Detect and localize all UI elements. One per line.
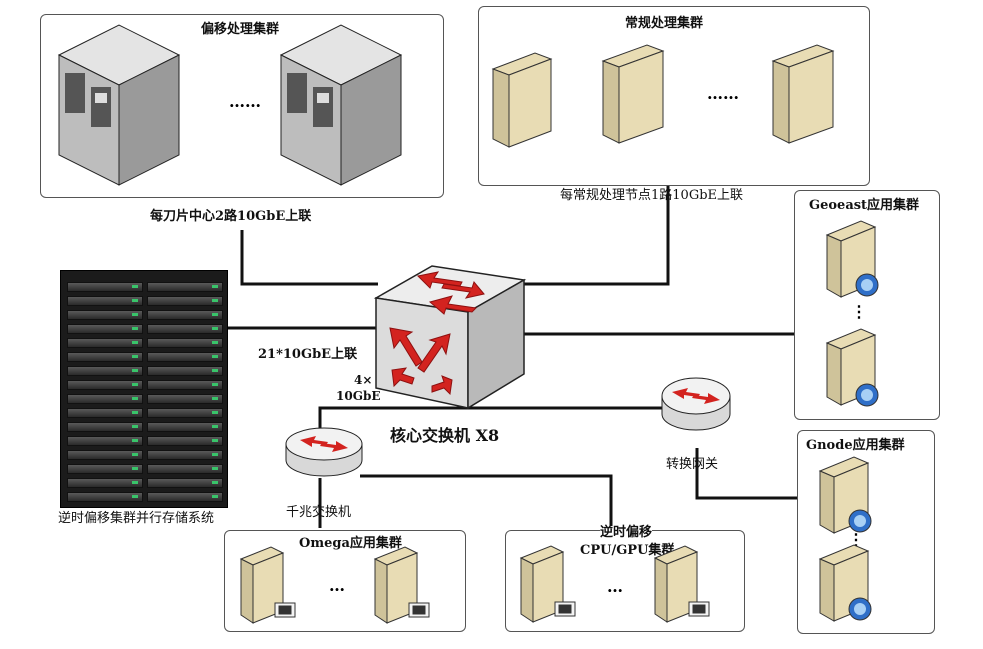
storage-drive-row: [67, 323, 223, 334]
link-core-gig-switch: [318, 406, 440, 430]
gateway-icon: [661, 377, 731, 431]
geoeast-dots: ⋮: [851, 302, 867, 321]
core-switch-label: 核心交换机 X8: [390, 426, 500, 445]
storage-drive-row: [67, 449, 223, 460]
omega-ellipsis: …: [329, 576, 345, 595]
regular-server-1: [491, 52, 553, 148]
gig-switch-label: 千兆交换机: [286, 505, 352, 520]
regular-servers: ……: [491, 44, 835, 148]
gnode-server-1: [818, 456, 872, 534]
storage-label: 逆时偏移集群并行存储系统: [58, 511, 215, 526]
link-gateway-gnode: [695, 448, 797, 500]
omega-workstation-1: [239, 546, 296, 624]
blade-uplink-label: 每刀片中心2路10GbE上联: [150, 209, 312, 224]
storage-drive-row: [67, 435, 223, 446]
storage-drive-row: [67, 421, 223, 432]
link-regular-core: [522, 180, 670, 286]
storage-drive-row: [67, 463, 223, 474]
storage-drive-row: [67, 491, 223, 502]
geoeast-cluster-title: Geoeast应用集群: [809, 198, 920, 213]
storage-drive-row: [67, 295, 223, 306]
storage-drive-row: [67, 365, 223, 376]
gnode-cluster-title: Gnode应用集群: [806, 438, 905, 453]
storage-drive-row: [67, 281, 223, 292]
omega-workstation-2: [373, 546, 430, 624]
storage-drive-row: [67, 379, 223, 390]
core-switch-icon: [373, 265, 527, 410]
storage-drive-row: [67, 309, 223, 320]
blade-server-1: [57, 24, 181, 186]
gnode-cluster-box: Gnode应用集群 ⋮: [797, 430, 935, 634]
regular-server-2: [601, 44, 665, 144]
rtm-cluster-title-line2: CPU/GPU集群: [580, 543, 675, 558]
blade-servers: ……: [57, 24, 403, 186]
storage-drive-row: [67, 477, 223, 488]
storage-uplink-label: 21*10GbE上联: [258, 347, 358, 362]
gateway-label: 转换网关: [666, 457, 719, 472]
geoeast-server-1: [825, 220, 879, 298]
regular-uplink-label: 每常规处理节点1路10GbE上联: [560, 188, 744, 203]
offset-ellipsis: ……: [229, 92, 261, 111]
geoeast-cluster-box: Geoeast应用集群 ⋮: [794, 190, 940, 420]
rtm-workstation-2: [653, 545, 710, 623]
link-offset-core: [240, 230, 378, 286]
gnode-servers: ⋮: [818, 456, 872, 622]
regular-cluster-title: 常规处理集群: [625, 16, 704, 31]
rtm-workstation-1: [519, 545, 576, 623]
storage-drive-row: [67, 351, 223, 362]
rtm-ellipsis: …: [607, 577, 623, 596]
rtm-cluster-title-line1: 逆时偏移: [600, 525, 653, 540]
storage-drive-row: [67, 337, 223, 348]
geoeast-server-2: [825, 328, 879, 407]
geoeast-servers: ⋮: [825, 220, 879, 407]
gig-switch-icon: [285, 427, 363, 477]
offset-cluster-box: 偏移处理集群 ……: [40, 14, 444, 198]
storage-drive-row: [67, 393, 223, 404]
gig-uplink-line2: 10GbE: [336, 389, 381, 403]
regular-cluster-box: 常规处理集群 ……: [478, 6, 870, 186]
gnode-server-2: [818, 544, 872, 622]
parallel-storage-rack: [60, 270, 228, 508]
link-gig-to-rtm: [360, 474, 613, 530]
omega-servers: …: [239, 546, 430, 624]
blade-server-2: [279, 24, 403, 186]
regular-ellipsis: ……: [707, 84, 739, 103]
gig-uplink-line1: 4×: [354, 373, 373, 387]
omega-cluster-box: Omega应用集群 …: [224, 530, 466, 632]
regular-server-3: [771, 44, 835, 144]
omega-cluster-title: Omega应用集群: [299, 536, 402, 551]
rtm-servers: …: [519, 545, 710, 623]
offset-cluster-title: 偏移处理集群: [201, 22, 280, 37]
storage-drive-row: [67, 407, 223, 418]
gnode-dots: ⋮: [848, 530, 864, 549]
